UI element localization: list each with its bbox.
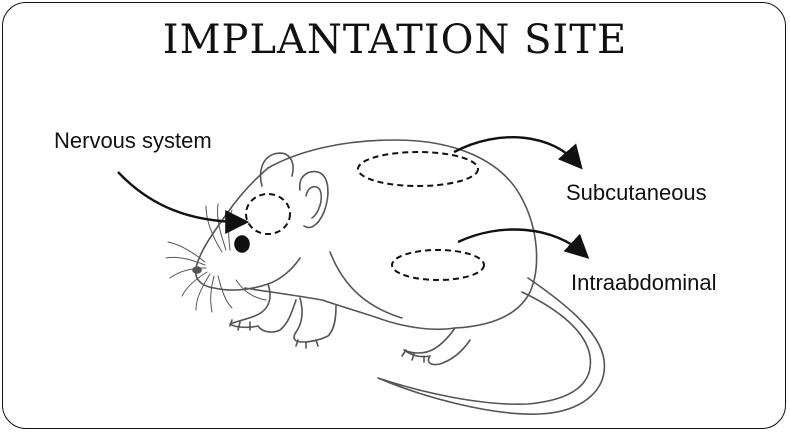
site-intraabdominal-ellipse <box>391 249 485 281</box>
mouse-belly <box>329 251 403 319</box>
mouse-head <box>194 167 301 291</box>
mouse-front-leg <box>229 283 297 333</box>
label-subcutaneous: Subcutaneous <box>566 180 707 205</box>
diagram-title: IMPLANTATION SITE <box>162 17 628 63</box>
mouse-drawing <box>165 139 606 415</box>
mouse-tail <box>377 277 606 415</box>
site-nervous-ellipse <box>245 193 291 235</box>
arrow-intraabdominal <box>457 228 590 259</box>
diagram-frame <box>2 2 786 429</box>
mouse-body <box>244 139 538 331</box>
label-intraabdominal: Intraabdominal <box>571 270 717 295</box>
arrow-nervous <box>117 171 250 234</box>
label-nervous-system: Nervous system <box>54 128 212 153</box>
mouse-ear-front <box>298 170 329 229</box>
mouse-whiskers <box>165 203 267 313</box>
mouse-front-leg-2 <box>293 297 337 343</box>
mouse-ear-back <box>259 152 294 187</box>
mouse-eye <box>234 235 250 253</box>
site-subcutaneous-ellipse <box>357 151 479 187</box>
arrow-subcutaneous <box>453 135 583 170</box>
mouse-hind-leg <box>403 327 471 366</box>
